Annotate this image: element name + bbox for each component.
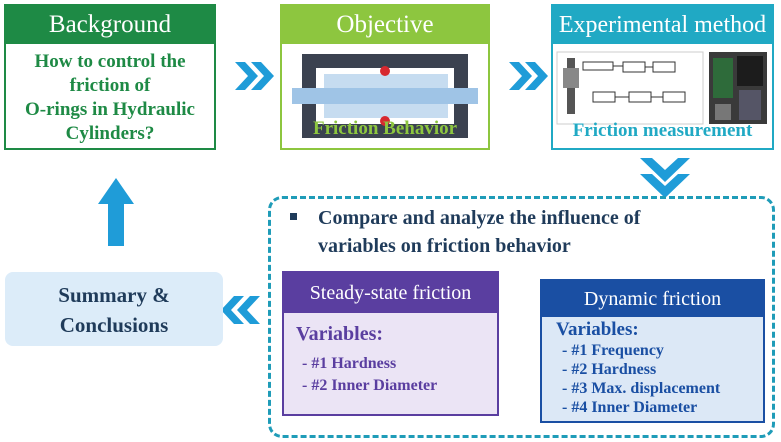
list-item: - #1 Hardness (302, 355, 397, 372)
objective-box: Objective Friction Behavior (280, 4, 490, 150)
steady-variables-label: Variables: (296, 323, 384, 345)
experimental-header: Experimental method (553, 6, 772, 44)
background-line: O-rings in Hydraulic (25, 99, 195, 120)
list-item: - #1 Frequency (562, 342, 664, 359)
list-item: - #3 Max. displacement (562, 380, 721, 397)
summary-text: Summary & Conclusions (5, 272, 223, 340)
background-question: How to control the friction of O-rings i… (6, 44, 214, 146)
background-header: Background (6, 6, 214, 44)
list-item: - #2 Hardness (562, 361, 657, 378)
analysis-container (268, 196, 775, 438)
compare-text: Compare and analyze the influence of var… (318, 204, 768, 260)
background-box: Background How to control the friction o… (4, 4, 216, 150)
summary-box: Summary & Conclusions (5, 272, 223, 346)
bullet-square-icon (290, 213, 297, 220)
steady-state-friction-box: Steady-state friction Variables: - #1 Ha… (282, 271, 499, 416)
background-line: friction of (69, 75, 151, 96)
double-chevron-left-icon (221, 296, 260, 324)
double-chevron-down-icon (640, 158, 690, 198)
experimental-method-box: Experimental method Friction measurement (551, 4, 774, 150)
experimental-caption: Friction measurement (572, 120, 753, 141)
steady-header: Steady-state friction (284, 273, 497, 313)
objective-caption: Friction Behavior (312, 118, 458, 139)
steady-variable-list: - #1 Hardness - #2 Inner Diameter (302, 353, 437, 397)
objective-header: Objective (282, 6, 488, 44)
compare-line: Compare and analyze the influence of (318, 207, 641, 229)
background-line: Cylinders? (65, 123, 155, 144)
dynamic-header: Dynamic friction (542, 281, 763, 317)
double-chevron-right-icon (509, 62, 548, 90)
test-rig-schematic-illustration (556, 51, 767, 125)
oring-cross-section-illustration (292, 54, 478, 138)
dynamic-variables-label: Variables: (556, 319, 639, 340)
summary-line: Conclusions (59, 313, 169, 337)
list-item: - #2 Inner Diameter (302, 377, 438, 394)
dynamic-friction-box: Dynamic friction Variables: - #1 Frequen… (540, 279, 765, 423)
background-line: How to control the (34, 51, 186, 72)
summary-line: Summary & (58, 283, 170, 307)
compare-line: variables on friction behavior (318, 235, 571, 257)
arrow-up-icon (98, 178, 134, 246)
list-item: - #4 Inner Diameter (562, 399, 698, 416)
double-chevron-right-icon (235, 62, 274, 90)
dynamic-variable-list: - #1 Frequency - #2 Hardness - #3 Max. d… (562, 341, 720, 417)
